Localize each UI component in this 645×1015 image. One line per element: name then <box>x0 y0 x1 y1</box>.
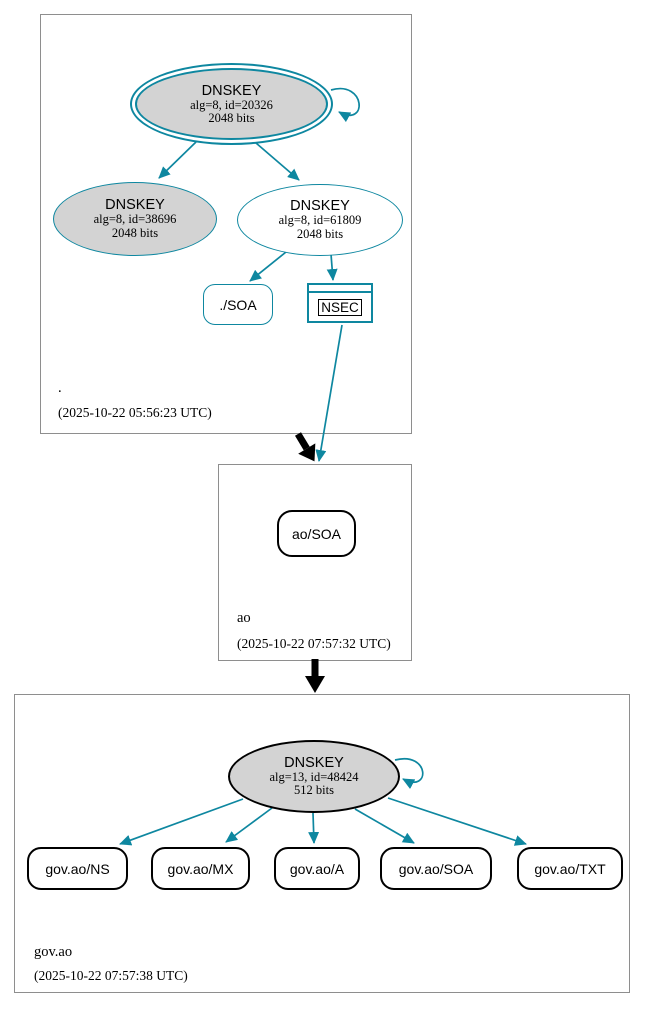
node-nsec[interactable]: NSEC <box>307 283 373 323</box>
edge-dnskey-to-mx <box>225 807 273 843</box>
dnskey-title: DNSKEY <box>105 197 165 213</box>
node-govao-mx[interactable]: gov.ao/MX <box>151 847 250 890</box>
node-dnskey-61809[interactable]: DNSKEY alg=8, id=61809 2048 bits <box>237 184 403 256</box>
edge-dnskey-to-a <box>308 812 320 844</box>
rrset-label: ao/SOA <box>291 525 342 542</box>
delegation-arrow-ao-govao <box>305 659 325 693</box>
rrset-label: gov.ao/SOA <box>398 860 474 877</box>
zone-timestamp-govao: (2025-10-22 07:57:38 UTC) <box>34 968 188 983</box>
node-dnskey-38696[interactable]: DNSKEY alg=8, id=38696 2048 bits <box>53 182 217 256</box>
node-govao-ns[interactable]: gov.ao/NS <box>27 847 128 890</box>
dnskey-bits: 2048 bits <box>296 226 344 241</box>
zone-timestamp-ao: (2025-10-22 07:57:32 UTC) <box>237 636 391 651</box>
zone-box-ao <box>218 464 412 661</box>
edge-nsec-to-ao <box>315 324 343 462</box>
rrset-label: gov.ao/A <box>289 860 345 877</box>
edge-ksk-selfloop <box>330 87 360 123</box>
node-govao-a[interactable]: gov.ao/A <box>274 847 360 890</box>
edge-ksk-to-zsk-left <box>158 141 197 179</box>
edge-dnskey-to-ns <box>119 798 244 846</box>
dnskey-bits: 512 bits <box>294 783 334 797</box>
edge-zsk-to-soa <box>249 251 287 282</box>
dnskey-bits: 2048 bits <box>111 225 159 240</box>
dnskey-title: DNSKEY <box>284 754 344 771</box>
node-dnskey-ksk-20326[interactable]: DNSKEY alg=8, id=20326 2048 bits <box>130 63 333 145</box>
edge-dnskey-to-txt <box>387 797 527 846</box>
zone-name-govao: gov.ao <box>34 944 73 960</box>
nsec-top-strip <box>309 285 371 293</box>
node-govao-soa[interactable]: gov.ao/SOA <box>380 847 492 890</box>
dnskey-ksk-inner: DNSKEY alg=8, id=20326 2048 bits <box>135 68 328 140</box>
zone-timestamp-root: (2025-10-22 05:56:23 UTC) <box>58 405 212 420</box>
nsec-label: NSEC <box>318 298 362 316</box>
nsec-cell: NSEC <box>309 293 371 321</box>
rrset-label: gov.ao/MX <box>167 860 234 877</box>
node-ao-soa[interactable]: ao/SOA <box>277 510 356 557</box>
dnskey-title: DNSKEY <box>290 198 350 214</box>
edge-ksk-to-zsk-right <box>255 142 300 181</box>
dnskey-meta: alg=8, id=20326 <box>190 97 273 112</box>
dnskey-meta: alg=8, id=61809 <box>278 213 362 227</box>
delegation-arrow-root-ao <box>294 432 316 462</box>
zone-name-root: . <box>58 380 62 396</box>
dnskey-title: DNSKEY <box>201 82 262 99</box>
edge-govao-dnskey-selfloop <box>394 757 424 790</box>
dnskey-meta: alg=8, id=38696 <box>93 212 177 226</box>
node-root-soa[interactable]: ./SOA <box>203 284 273 325</box>
dnskey-meta: alg=13, id=48424 <box>269 769 359 784</box>
dnskey-bits: 2048 bits <box>208 111 255 125</box>
edge-zsk-to-nsec <box>326 253 338 281</box>
rrset-label: gov.ao/TXT <box>534 860 606 877</box>
rrset-label: gov.ao/NS <box>45 860 110 877</box>
edge-dnskey-to-soa <box>354 808 415 844</box>
rrset-label: ./SOA <box>219 296 257 313</box>
node-dnskey-48424[interactable]: DNSKEY alg=13, id=48424 512 bits <box>228 740 400 813</box>
zone-name-ao: ao <box>237 610 251 626</box>
node-govao-txt[interactable]: gov.ao/TXT <box>517 847 623 890</box>
